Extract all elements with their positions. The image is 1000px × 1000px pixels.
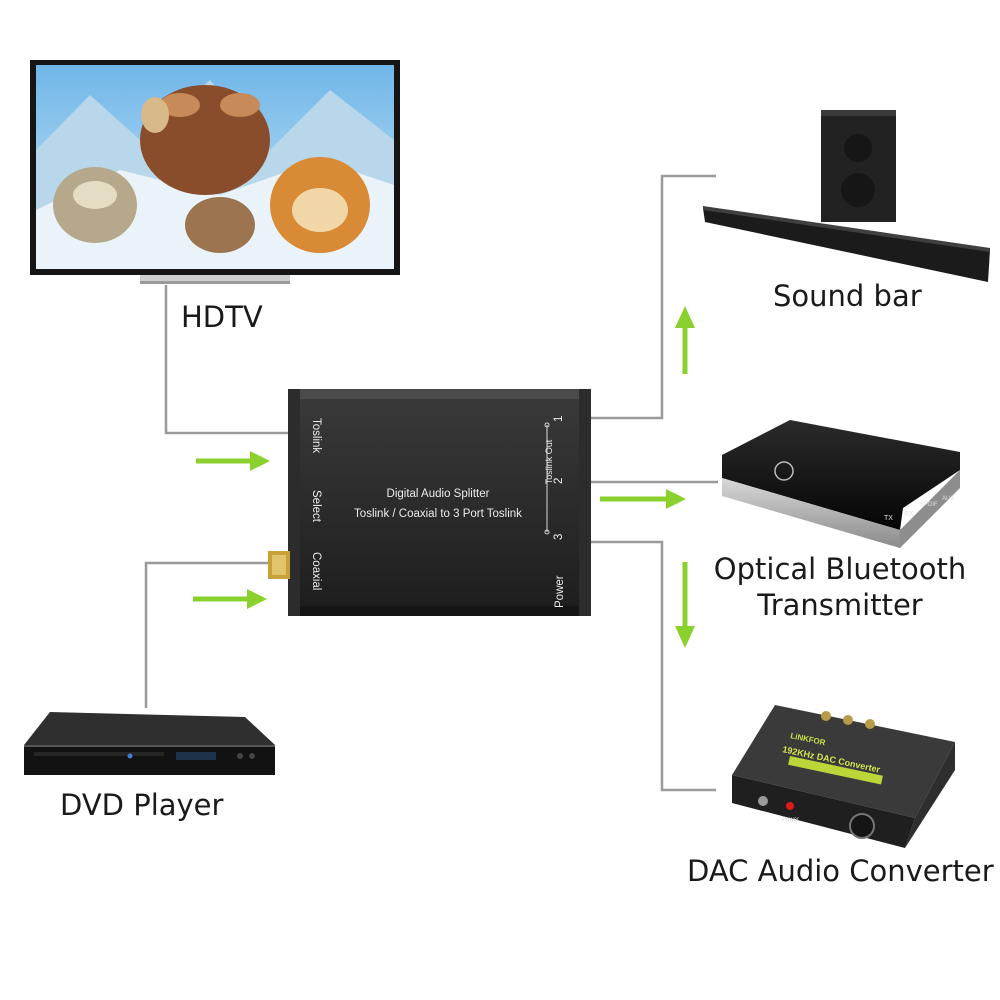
hdtv-label: HDTV — [181, 300, 263, 334]
splitter-subtitle: Toslink / Coaxial to 3 Port Toslink — [354, 508, 522, 520]
arrow-down-icon — [675, 562, 695, 648]
bt-rx-label: RX — [904, 511, 914, 518]
bluetooth-transmitter-label-line2: Transmitter — [757, 588, 923, 622]
arrow-up-icon — [675, 306, 695, 374]
select-button-label: Select — [310, 490, 322, 523]
signal-arrows — [193, 306, 695, 648]
coaxial-input-label: Coaxial — [310, 552, 322, 590]
splitter-to-dac-line — [590, 540, 716, 792]
bt-spdif-label: SPDIF — [920, 502, 938, 508]
dac-power-text: Power — [782, 817, 799, 823]
arrow-right-icon — [193, 589, 267, 609]
dac-converter-label: DAC Audio Converter — [687, 854, 994, 888]
bt-aux-label: AUX — [942, 496, 954, 502]
arrow-right-icon — [196, 451, 270, 471]
toslink-out-label: Toslink Out — [544, 439, 554, 484]
hdtv-image — [30, 60, 400, 284]
hdtv-to-splitter-line — [164, 285, 290, 435]
dvd-to-splitter-line — [144, 561, 282, 708]
sound-bar-image — [703, 110, 990, 282]
dac-converter-image: LiNKFOR 192KHz DAC Converter Power — [732, 705, 955, 848]
sound-bar-label: Sound bar — [773, 279, 922, 313]
port-1-label: 1 — [553, 416, 565, 422]
port-2-label: 2 — [553, 478, 565, 484]
splitter-title: Digital Audio Splitter — [387, 488, 490, 500]
dvd-player-image — [24, 712, 275, 775]
bt-tx-label: TX — [884, 515, 893, 522]
bluetooth-transmitter-label-line1: Optical Bluetooth — [713, 552, 967, 586]
arrow-right-icon — [600, 489, 686, 509]
dvd-player-label: DVD Player — [60, 788, 224, 822]
power-port-label: Power — [554, 575, 566, 608]
bluetooth-transmitter-image: TX RX SPDIF AUX — [722, 420, 960, 548]
connection-lines — [144, 174, 718, 792]
splitter-to-soundbar-line — [590, 174, 716, 420]
toslink-input-label: Toslink — [310, 418, 322, 453]
port-3-label: 3 — [553, 534, 565, 540]
audio-splitter-device: Digital Audio Splitter Toslink / Coaxial… — [268, 389, 591, 616]
